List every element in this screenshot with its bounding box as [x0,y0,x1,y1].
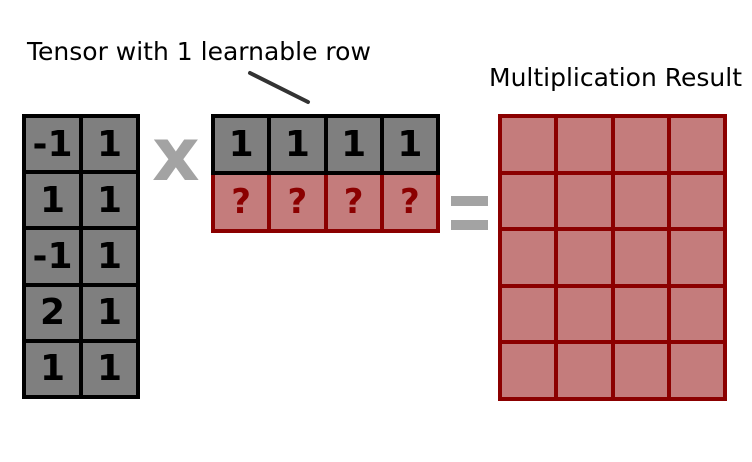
left-matrix-cell: 1 [83,174,136,227]
result-matrix-cell [670,118,723,171]
result-matrix-cell [502,287,555,341]
result-matrix-cell [558,287,611,341]
result-matrix-cell [614,174,667,228]
left-matrix: -1 1 1 1 -1 1 2 1 1 1 [22,114,140,399]
result-matrix-cell [614,287,667,341]
result-matrix-cell [502,231,555,284]
result-matrix-cell [558,118,611,171]
left-matrix-cell: 1 [83,286,136,339]
left-matrix-cell: 1 [83,118,136,171]
learnable-row-cell: ? [271,175,324,229]
left-matrix-cell: 1 [83,342,136,395]
result-matrix-cell [614,344,667,397]
left-matrix-cell: -1 [26,118,79,171]
result-title: Multiplication Result [489,63,743,92]
result-matrix-cell [502,174,555,228]
result-matrix-cell [558,174,611,228]
result-matrix-cell [614,231,667,284]
result-matrix-cell [614,118,667,171]
learnable-row-cell: ? [327,175,380,229]
result-matrix-cell [670,344,723,397]
result-matrix-cell [670,231,723,284]
equals-operator: = [451,196,488,232]
annotation-label: Tensor with 1 learnable row [27,37,371,66]
fixed-row-cell: 1 [327,118,380,171]
result-matrix-cell [558,231,611,284]
learnable-row: ? ? ? ? [211,175,440,233]
equals-bar-bottom [451,220,488,230]
left-matrix-cell: 1 [26,342,79,395]
result-matrix-cell [502,118,555,171]
learnable-row-cell: ? [215,175,268,229]
annotation-pointer-line [248,71,310,104]
fixed-row-cell: 1 [271,118,324,171]
learnable-row-cell: ? [383,175,436,229]
fixed-row-cell: 1 [215,118,268,171]
multiply-operator: x [152,112,200,198]
result-matrix [498,114,727,401]
result-matrix-cell [670,287,723,341]
fixed-row-cell: 1 [383,118,436,171]
left-matrix-cell: -1 [26,230,79,283]
equals-bar-top [451,196,488,206]
result-matrix-cell [670,174,723,228]
result-matrix-cell [502,344,555,397]
left-matrix-cell: 2 [26,286,79,339]
result-matrix-cell [558,344,611,397]
fixed-row: 1 1 1 1 [211,114,440,175]
left-matrix-cell: 1 [83,230,136,283]
left-matrix-cell: 1 [26,174,79,227]
